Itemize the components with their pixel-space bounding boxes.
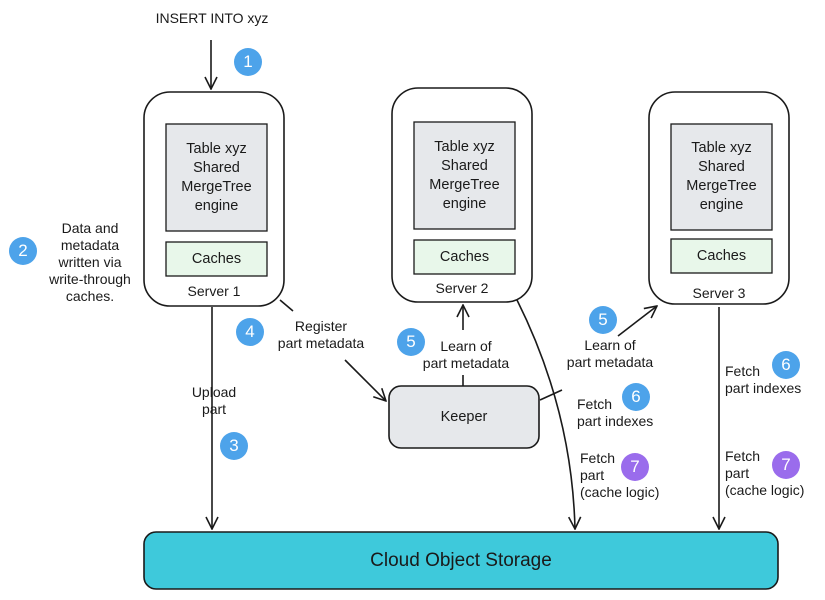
arrow-learn-s3 [617,306,657,337]
step-5-badge-server3: 5 [589,306,617,334]
step-6-badge-server2: 6 [622,383,650,411]
step-7-badge-server2: 7 [621,453,649,481]
server-1-cache-box [165,241,268,277]
fetch-indexes-s3-label: Fetch part indexes [725,363,802,396]
server-2-engine-label: Table xyz Shared MergeTree engine [429,138,500,212]
server-2-cache-box [413,239,516,275]
step-6-badge-server3: 6 [772,351,800,379]
step-2-badge: 2 [9,237,37,265]
line-register-top [279,299,294,312]
arrow-register [344,359,386,401]
keeper-label: Keeper [440,408,488,425]
step-5-badge-server2: 5 [397,328,425,356]
arrow-fetch-s2 [516,299,575,529]
step-1-badge: 1 [234,48,262,76]
step-4-badge: 4 [236,318,264,346]
server-3-cache-box [670,238,773,274]
server-1-engine-label: Table xyz Shared MergeTree engine [181,140,252,214]
upload-label: Upload part [191,384,237,417]
fetch-part-s3-label: Fetch part (cache logic) [725,448,805,498]
insert-label: INSERT INTO xyz [155,10,269,26]
data-metadata-label: Data and metadata written via write-thro… [49,220,131,304]
server-2-cache-label: Caches [439,248,490,265]
fetch-part-s2-label: Fetch part (cache logic) [580,450,660,500]
server-1-engine-box [165,123,268,232]
server-3-name: Server 3 [692,285,746,301]
storage-label: Cloud Object Storage [370,549,552,571]
line-learn-s3-bottom [539,389,563,401]
learn-server2-label: Learn of part metadata [422,338,510,371]
register-label: Register part metadata [277,318,365,351]
server-3-cache-label: Caches [696,247,747,264]
step-3-badge: 3 [220,432,248,460]
learn-server3-label: Learn of part metadata [566,337,654,370]
server-2-engine-box [413,121,516,230]
fetch-indexes-s2-label: Fetch part indexes [577,396,654,429]
storage-box [143,531,779,590]
keeper-box [388,385,540,449]
server-3-engine-label: Table xyz Shared MergeTree engine [686,140,757,213]
server-1-name: Server 1 [187,283,241,299]
server-3-engine-box [670,123,773,231]
step-7-badge-server3: 7 [772,451,800,479]
server-2-name: Server 2 [435,280,489,296]
server-1-cache-label: Caches [191,250,242,267]
